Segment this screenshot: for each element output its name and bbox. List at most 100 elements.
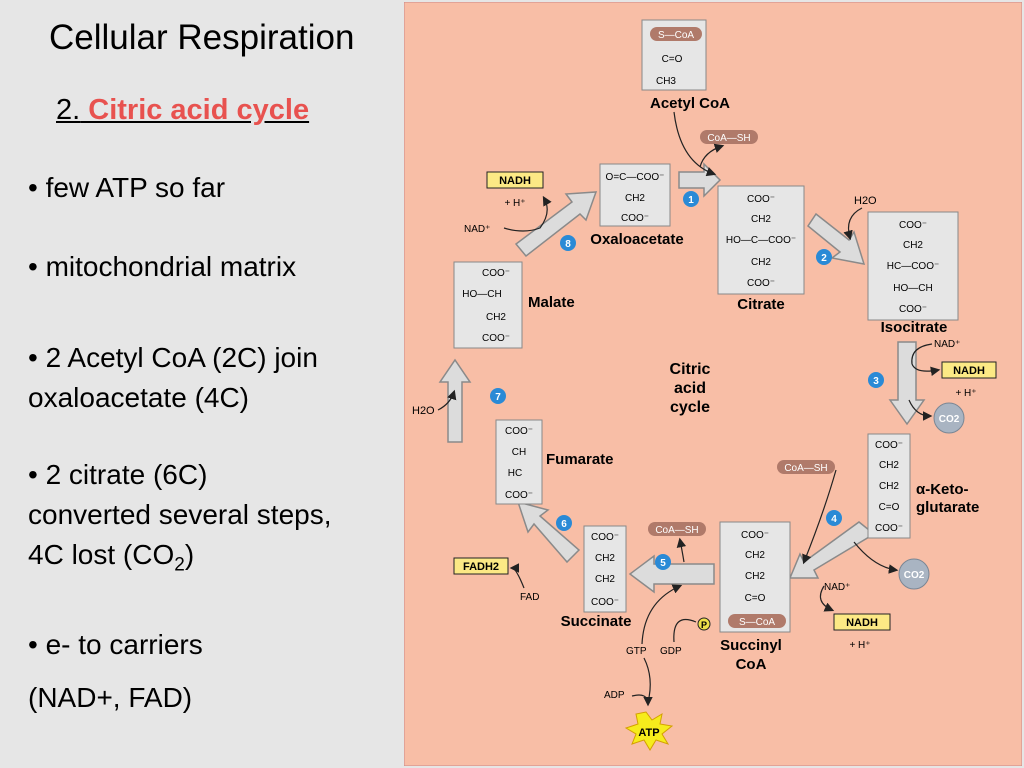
slide-subtitle: 2. Citric acid cycle (56, 94, 309, 127)
isocitrate-box (867, 211, 959, 321)
step-6-circle (556, 515, 572, 531)
isocitrate-line-3: HC—COO⁻ (887, 261, 940, 272)
bullet-carriers: • e- to carriers (28, 625, 403, 665)
succinyl-coa-molecule: COO⁻ CH2 CH2 C=O S—CoA Succinyl CoA (719, 521, 791, 673)
akg-line-3: CH2 (879, 481, 899, 492)
succinate-line-1: COO⁻ (591, 532, 619, 543)
center-label-line-3: cycle (670, 399, 710, 416)
succinyl-line-5: S—CoA (739, 617, 775, 628)
bullet-text: • 2 Acetyl CoA (2C) join (28, 342, 318, 373)
oxalo-line-1: O=C—COO⁻ (606, 172, 665, 183)
step-4-label: 4 (831, 514, 837, 525)
citrate-molecule: COO⁻ CH2 HO—C—COO⁻ CH2 COO⁻ Citrate (717, 185, 805, 313)
nadh-label-3: NADH (953, 365, 985, 377)
citric-acid-cycle-diagram: S—CoA C=O CH3 Acetyl CoA CoA—SH O=C—COO⁻… (404, 2, 1022, 766)
citrate-line-4: CH2 (751, 257, 771, 268)
succinate-line-4: COO⁻ (591, 597, 619, 608)
co2-bubble-3 (933, 402, 965, 434)
step-markers: 1 2 3 4 5 6 7 8 (490, 191, 884, 570)
co2-bubble-4 (898, 558, 930, 590)
acetyl-in-arrow (673, 111, 717, 177)
h2o-arrow-7 (437, 389, 457, 411)
malate-line-3: CH2 (486, 312, 506, 323)
succinyl-coa-label-1: Succinyl (720, 637, 782, 654)
nadh-out-arrow-3 (911, 363, 941, 377)
center-label-line-2: acid (674, 380, 706, 397)
malate-label: Malate (528, 294, 575, 311)
malate-line-4: COO⁻ (482, 333, 510, 344)
atp-star (624, 711, 674, 751)
nad-plus-label-4: NAD⁺ (824, 582, 850, 593)
oxaloacetate-molecule: O=C—COO⁻ CH2 COO⁻ Oxaloacetate (590, 163, 684, 248)
subtitle-accent: Citric acid cycle (80, 94, 310, 126)
akg-line-4: C=O (879, 502, 900, 513)
coa-sh-out-arrow-5 (676, 537, 687, 563)
akg-label-line-1: α-Keto- (916, 481, 969, 498)
coa-sh-pill (700, 130, 758, 144)
bullet-text: converted several steps, (28, 499, 332, 530)
bullet-text: • mitochondrial matrix (28, 251, 297, 282)
akg-alpha: α (916, 481, 926, 498)
coa-sh-label-top: CoA—SH (707, 133, 750, 144)
nadh-label-1: NADH (499, 175, 531, 187)
coa-sh-out-arrow (699, 143, 725, 168)
nad-to-nadh-arrow-8 (503, 195, 552, 232)
step-6-label: 6 (561, 519, 567, 530)
center-label-line-1: Citric (670, 361, 711, 378)
bullet-text: oxaloacetate (4C) (28, 382, 250, 413)
bullet-few-atp: • few ATP so far (28, 168, 403, 208)
coa-sh-pill-5 (648, 522, 706, 536)
slide-title: Cellular Respiration (49, 18, 355, 57)
isocitrate-line-5: COO⁻ (899, 304, 927, 315)
citrate-line-1: COO⁻ (747, 194, 775, 205)
coa-pill (650, 27, 702, 41)
fad-label: FAD (520, 592, 539, 603)
cycle-arrow-3 (888, 341, 926, 426)
step-7-circle (490, 388, 506, 404)
center-label: Citric acid cycle (670, 361, 711, 416)
atp-label: ATP (638, 727, 659, 739)
oxaloacetate-label: Oxaloacetate (590, 231, 683, 248)
alpha-ketoglutarate-molecule: COO⁻ CH2 CH2 C=O COO⁻ α-Keto- glutarate (867, 433, 979, 539)
adp-to-atp-arrow (631, 694, 653, 707)
succinyl-coa-pill (728, 614, 786, 628)
coa-sh-pill-4 (777, 460, 835, 474)
co2-subscript: 2 (174, 554, 185, 576)
citrate-box (717, 185, 805, 295)
adp-label: ADP (604, 690, 625, 701)
fumarate-line-1: COO⁻ (505, 426, 533, 437)
bullet-text: • 2 citrate (6C) (28, 459, 208, 490)
succinate-molecule: COO⁻ CH2 CH2 COO⁻ Succinate (561, 525, 631, 630)
h2o-label-1: H2O (854, 195, 877, 207)
cycle-arrow-8 (514, 191, 598, 258)
step-3-label: 3 (873, 376, 879, 387)
gtp-out-arrow (641, 584, 683, 645)
h-plus-label-4: + H⁺ (849, 640, 870, 651)
step-1-circle (683, 191, 699, 207)
h2o-arrow-2 (843, 207, 863, 241)
citrate-label: Citrate (737, 296, 785, 313)
bullet-nad-fad: (NAD+, FAD) (28, 678, 403, 718)
succinyl-coa-box (719, 521, 791, 633)
succinyl-line-4: C=O (745, 593, 766, 604)
acetyl-coa-label: Acetyl CoA (650, 95, 730, 112)
succinyl-line-1: COO⁻ (741, 530, 769, 541)
nadh-box-3 (941, 361, 997, 379)
succinyl-coa-label-2: CoA (736, 656, 767, 673)
malate-line-1: COO⁻ (482, 268, 510, 279)
succinyl-line-3: CH2 (745, 571, 765, 582)
step-7-label: 7 (495, 392, 501, 403)
fumarate-line-4: COO⁻ (505, 490, 533, 501)
gtp-to-atp-arrow (643, 657, 651, 703)
akg-line-1: COO⁻ (875, 440, 903, 451)
co2-label-3: CO2 (939, 414, 960, 425)
malate-molecule: COO⁻ HO—CH CH2 COO⁻ Malate (453, 261, 575, 349)
isocitrate-line-1: COO⁻ (899, 220, 927, 231)
isocitrate-line-4: HO—CH (893, 283, 932, 294)
fumarate-label: Fumarate (546, 451, 614, 468)
coa-sh-label-5: CoA—SH (655, 525, 698, 536)
nadh-box-1 (486, 171, 544, 189)
h-plus-label-1: + H⁺ (504, 198, 525, 209)
nad-plus-label-3: NAD⁺ (934, 339, 960, 350)
coa-sh-label-4: CoA—SH (784, 463, 827, 474)
